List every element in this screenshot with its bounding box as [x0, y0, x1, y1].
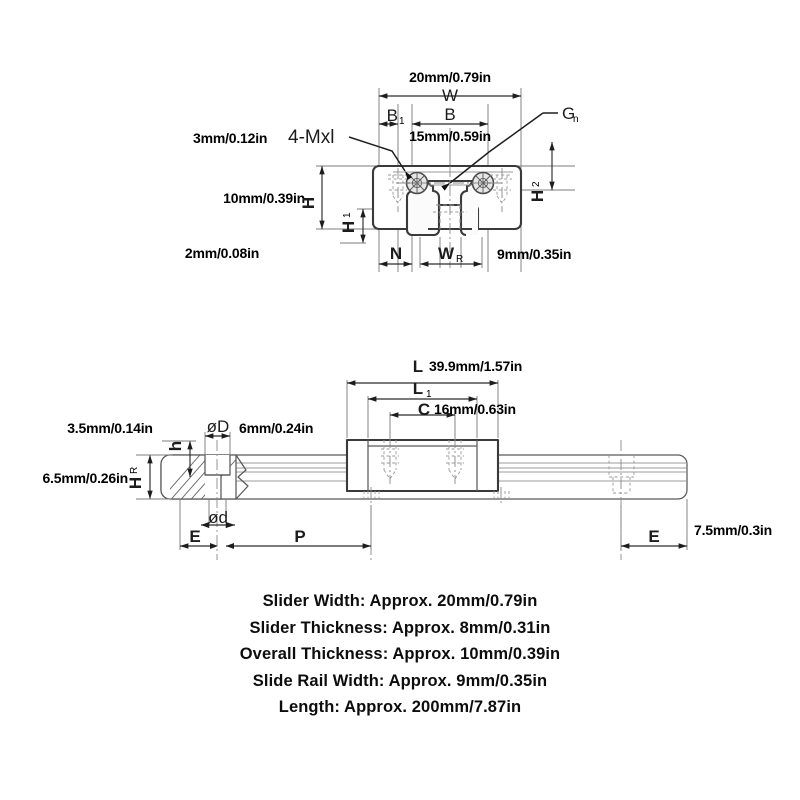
label-Gn-symbol: G [562, 104, 575, 123]
dim-h-small-symbol: h [166, 441, 185, 451]
dim-H1-symbol: H [339, 221, 358, 233]
dim-N-symbol: N [390, 244, 402, 263]
dim-B1-subscript: 1 [399, 116, 405, 127]
dim-L-symbol: L [413, 357, 423, 376]
dim-N: N [378, 244, 413, 267]
dim-W: 20mm/0.79in W [378, 69, 522, 105]
dim-bore-d-small: ød [201, 499, 235, 528]
dim-H1-subscript: 1 [342, 212, 353, 218]
dim-E-left-symbol: E [189, 527, 200, 546]
dim-B-value: 15mm/0.59in [409, 128, 491, 144]
dim-C: C 16mm/0.63in [389, 400, 516, 438]
dim-L1-subscript: 1 [426, 389, 432, 400]
dim-rail-width-value: 9mm/0.35in [497, 246, 571, 262]
bottom-view-group: L 39.9mm/1.57in L 1 C 16mm/0.63in h 3.5m… [42, 357, 772, 560]
label-4Mxl: 4-Mxl 3mm/0.12in [193, 127, 413, 181]
dim-H1: H 1 2mm/0.08in [185, 208, 366, 261]
dim-H2-symbol: H [528, 190, 547, 202]
label-Gn: G n [441, 104, 579, 191]
dim-bore-D-value: 6mm/0.24in [239, 420, 313, 436]
dim-C-symbol: C [418, 400, 430, 419]
dim-bore-D: øD 6mm/0.24in [204, 417, 313, 455]
dim-H: 10mm/0.39in H [223, 165, 325, 230]
spec-slider-thickness: Slider Thickness: Approx. 8mm/0.31in [249, 618, 551, 637]
dim-B1: B 1 [378, 106, 405, 127]
dim-H2: H 2 [528, 141, 555, 202]
dim-L-value: 39.9mm/1.57in [429, 358, 522, 374]
dim-WR-subscript: R [456, 254, 463, 265]
dim-WR: W R [419, 237, 483, 268]
dim-B: B 15mm/0.59in [409, 105, 491, 144]
dim-E-left: E [179, 499, 218, 550]
dim-WR-symbol: W [438, 244, 455, 263]
dim-H-value: 10mm/0.39in [223, 190, 305, 206]
spec-slide-rail-width: Slide Rail Width: Approx. 9mm/0.35in [252, 671, 548, 690]
dim-E-right: E 7.5mm/0.3in [620, 499, 772, 550]
label-4Mxl-text: 4-Mxl [288, 127, 334, 148]
dim-W-value: 20mm/0.79in [409, 69, 491, 85]
dim-P-symbol: P [294, 527, 305, 546]
dim-P: P [226, 505, 372, 550]
dim-bore-D-symbol: øD [207, 417, 230, 436]
dim-E-right-value: 7.5mm/0.3in [694, 522, 772, 538]
mounting-hole-right [490, 168, 512, 212]
dim-L: L 39.9mm/1.57in [346, 357, 522, 438]
top-view-group: 20mm/0.79in W B 1 B 15mm/0.59in G n 4-Mx… [185, 69, 579, 272]
dim-B1-symbol: B [387, 106, 398, 125]
dim-HR-symbol: H [126, 477, 145, 489]
dim-H2-subscript: 2 [531, 181, 542, 187]
dim-C-value: 16mm/0.63in [434, 401, 516, 417]
dim-L1: L 1 [367, 379, 478, 438]
rail-mounting-hole-mid-right [493, 487, 510, 505]
dim-thread-depth-value: 3mm/0.12in [193, 130, 267, 146]
dim-E-right-symbol: E [648, 527, 659, 546]
dim-L1-symbol: L [413, 379, 423, 398]
slider-block-side [345, 437, 500, 493]
slider-tapped-holes [381, 437, 464, 484]
rail-section-cut [160, 440, 249, 560]
dim-H-symbol: H [299, 197, 318, 209]
label-Gn-subscript: n [573, 114, 579, 125]
dim-H1-value: 2mm/0.08in [185, 245, 259, 261]
spec-length: Length: Approx. 200mm/7.87in [278, 698, 522, 716]
dim-h-small: h 3.5mm/0.14in [67, 420, 196, 478]
dim-B-symbol: B [444, 105, 455, 124]
spec-slider-width: Slider Width: Approx. 20mm/0.79in [262, 592, 538, 610]
dim-W-symbol: W [442, 86, 458, 105]
specification-list: Slider Width: Approx. 20mm/0.79in Slider… [0, 588, 800, 721]
dim-bore-d-small-symbol: ød [208, 508, 228, 527]
dim-HR: H R 6.5mm/0.26in [42, 454, 172, 500]
spec-overall-thickness: Overall Thickness: Approx. 10mm/0.39in [239, 645, 561, 663]
dim-h-small-value: 3.5mm/0.14in [67, 420, 153, 436]
slider-block-cross-section [371, 128, 523, 268]
dim-HR-value: 6.5mm/0.26in [42, 470, 128, 486]
dim-HR-subscript: R [129, 467, 140, 474]
